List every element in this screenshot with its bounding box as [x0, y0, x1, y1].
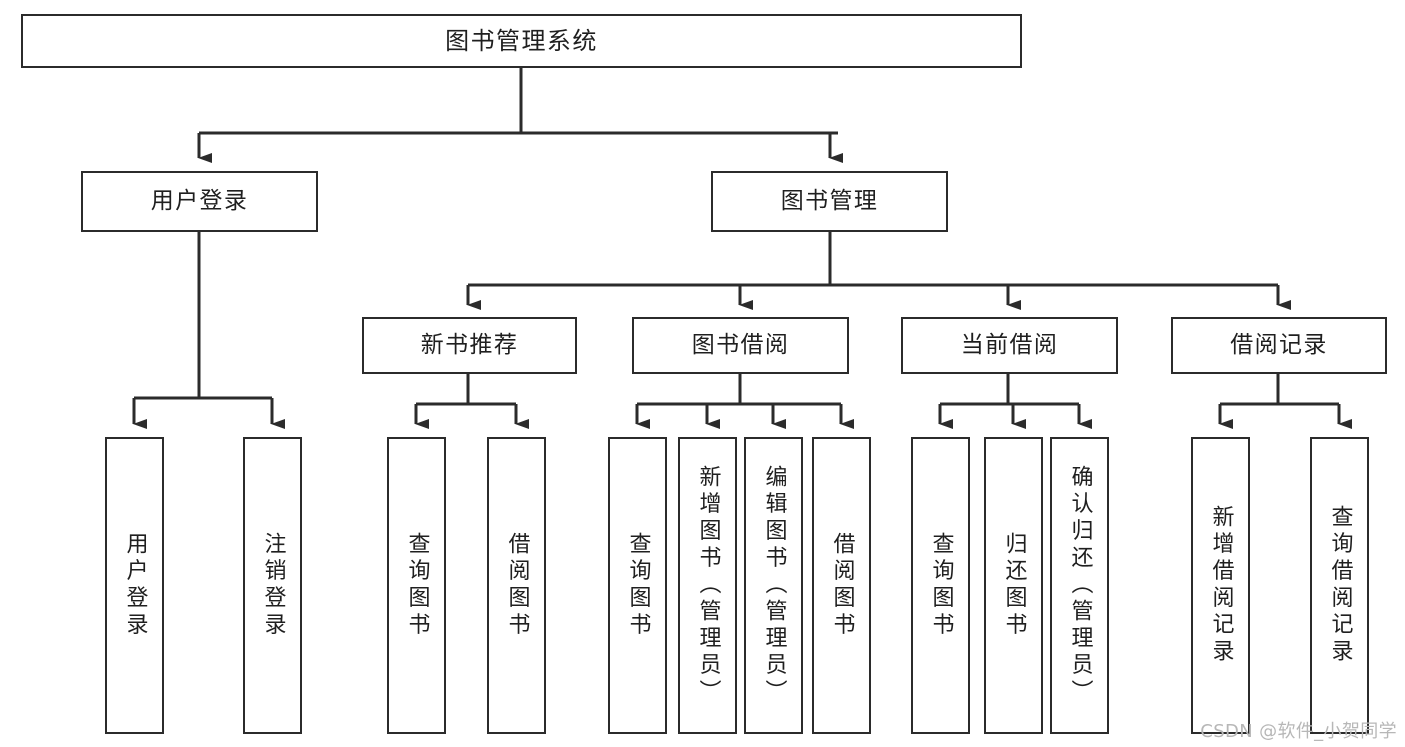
leaf-query-borrow-record[interactable]: 查询借阅记录 — [1310, 437, 1369, 734]
leaf-query-book-current[interactable]: 查询图书 — [911, 437, 970, 734]
node-label: 查询借阅记录 — [1327, 504, 1353, 667]
node-current-borrowing[interactable]: 当前借阅 — [901, 317, 1118, 374]
node-user-login[interactable]: 用户登录 — [81, 171, 318, 232]
node-root-book-management-system[interactable]: 图书管理系统 — [21, 14, 1022, 68]
leaf-borrow-book-newbook[interactable]: 借阅图书 — [487, 437, 546, 734]
node-label: 查询图书 — [625, 531, 651, 640]
node-label: 当前借阅 — [960, 331, 1059, 358]
leaf-query-book-newbook[interactable]: 查询图书 — [387, 437, 446, 734]
node-label: 新书推荐 — [420, 331, 519, 358]
leaf-return-book[interactable]: 归还图书 — [984, 437, 1043, 734]
node-book-management[interactable]: 图书管理 — [711, 171, 948, 232]
node-label: 用户登录 — [122, 531, 148, 640]
node-label: 归还图书 — [1001, 531, 1027, 640]
leaf-confirm-return-admin[interactable]: 确认归还（管理员） — [1050, 437, 1109, 734]
node-label: 查询图书 — [928, 531, 954, 640]
node-label: 新增图书（管理员） — [695, 464, 721, 707]
node-label: 编辑图书（管理员） — [761, 464, 787, 707]
leaf-edit-book-admin[interactable]: 编辑图书（管理员） — [744, 437, 803, 734]
node-label: 图书管理系统 — [445, 26, 598, 55]
node-label: 图书借阅 — [691, 331, 790, 358]
node-new-book-recommendation[interactable]: 新书推荐 — [362, 317, 577, 374]
node-label: 注销登录 — [260, 531, 286, 640]
leaf-lend-book[interactable]: 借阅图书 — [812, 437, 871, 734]
node-label: 用户登录 — [150, 187, 249, 214]
node-label: 确认归还（管理员） — [1067, 464, 1093, 707]
node-label: 借阅图书 — [504, 531, 530, 640]
node-book-borrowing[interactable]: 图书借阅 — [632, 317, 849, 374]
leaf-add-book-admin[interactable]: 新增图书（管理员） — [678, 437, 737, 734]
leaf-query-book-borrowing[interactable]: 查询图书 — [608, 437, 667, 734]
leaf-add-borrow-record[interactable]: 新增借阅记录 — [1191, 437, 1250, 734]
node-label: 借阅图书 — [829, 531, 855, 640]
node-label: 新增借阅记录 — [1208, 504, 1234, 667]
leaf-logout[interactable]: 注销登录 — [243, 437, 302, 734]
node-borrowing-records[interactable]: 借阅记录 — [1171, 317, 1387, 374]
node-label: 图书管理 — [780, 187, 879, 214]
node-label: 查询图书 — [404, 531, 430, 640]
leaf-user-login[interactable]: 用户登录 — [105, 437, 164, 734]
node-label: 借阅记录 — [1230, 331, 1328, 358]
